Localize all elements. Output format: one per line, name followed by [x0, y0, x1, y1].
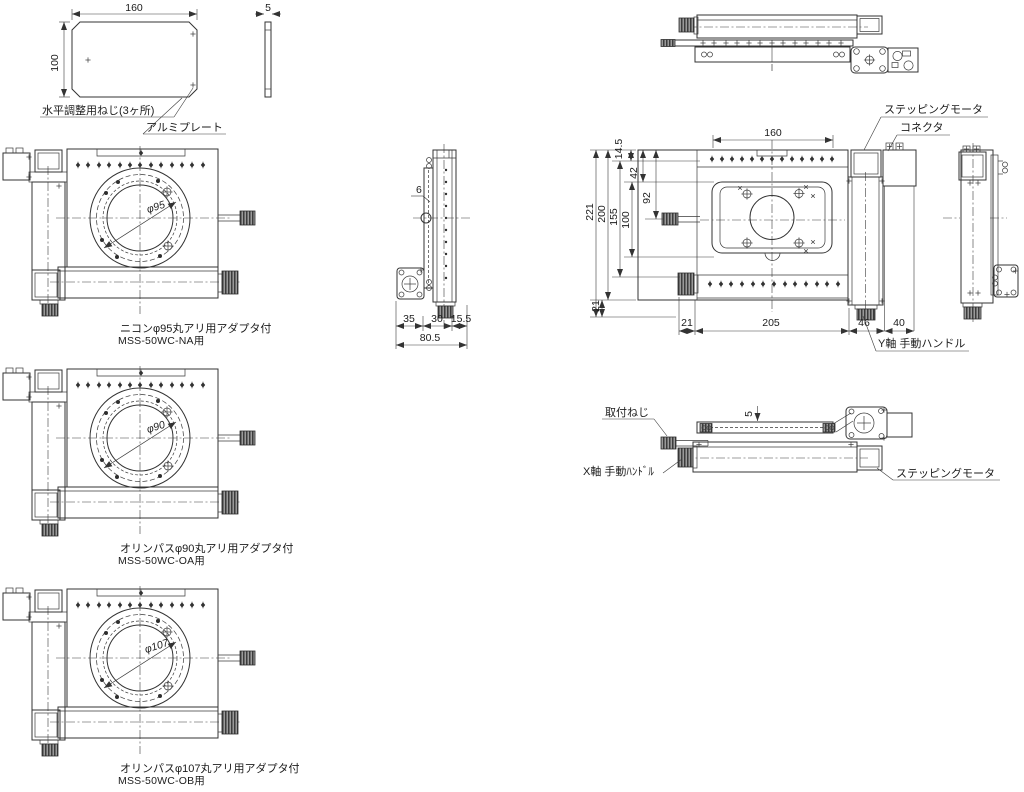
plate-thickness-dim: 5	[265, 2, 271, 14]
x-handle-knob	[661, 212, 679, 226]
x-handle-knob-side	[677, 447, 694, 468]
y-rail-side-view	[943, 143, 1019, 322]
x-handle-knob-top	[678, 17, 695, 33]
aluminum-plate-label: アルミプレート	[146, 121, 223, 134]
connector-bracket	[882, 149, 917, 187]
stage-model: MSS-50WC-OA用	[118, 555, 205, 567]
stage-view-olympus-90: φ90 オリンパスφ90丸アリ用アダプタ付 MSS-50WC-OA用	[3, 366, 293, 567]
plate-height-dim: 100	[49, 54, 61, 72]
connector-end-view	[887, 47, 919, 73]
y-stepping-motor	[850, 149, 882, 178]
bore-diameter-label: φ90	[145, 419, 166, 436]
mount-screw-label: 取付ねじ	[605, 406, 649, 419]
dim-21-bottom: 21	[681, 317, 693, 329]
dim-100: 100	[620, 211, 632, 229]
bore-diameter-label: φ95	[145, 199, 166, 216]
stage-view-nikon-95: φ95 ニコンφ95丸アリ用アダプタ付 MSS-50WC-NA用	[3, 146, 271, 347]
mount-screw-knob	[660, 436, 677, 450]
leveling-screws-label: 水平調整用ねじ(3ヶ所)	[42, 103, 154, 117]
dim-21-left: 21	[590, 300, 602, 312]
x-motor-top	[856, 15, 883, 35]
side-plate-thickness-dim: 6	[416, 184, 422, 196]
dim-80-5: 80.5	[420, 332, 441, 344]
stage-side-elevation: 6 35 30 15.5 80.5	[395, 144, 472, 349]
stage-caption: ニコンφ95丸アリ用アダプタ付	[120, 321, 271, 335]
x-stepping-motor	[856, 445, 883, 471]
x-handle-label: X軸 手動ﾊﾝﾄﾞﾙ	[583, 464, 654, 478]
dim-30: 30	[431, 313, 443, 325]
dim-42: 42	[628, 167, 640, 179]
stage-model: MSS-50WC-OB用	[118, 775, 205, 787]
y-handle-knob	[856, 308, 876, 321]
stage-model: MSS-50WC-NA用	[118, 335, 204, 347]
dim-160: 160	[764, 127, 782, 139]
stage-caption: オリンパスφ107丸アリ用アダプタ付	[120, 761, 300, 775]
dim-40: 40	[893, 317, 905, 329]
bore-diameter-label: φ107	[143, 637, 171, 656]
connector-label: コネクタ	[900, 121, 944, 134]
plate-side-view: 5	[255, 2, 281, 98]
x-stepping-motor-label: ステッピングモータ	[896, 466, 995, 480]
x-axis-side-view: 5 取付ねじ X軸 手動ﾊﾝﾄﾞﾙ ステッピングモータ	[583, 406, 1000, 481]
plate-width-dim: 160	[125, 2, 143, 14]
dim-221: 221	[584, 203, 596, 221]
dim-35: 35	[403, 313, 415, 325]
stage-caption: オリンパスφ90丸アリ用アダプタ付	[120, 541, 293, 555]
dim-205: 205	[762, 317, 780, 329]
dim-14-5: 14.5	[613, 139, 625, 160]
dim-200: 200	[596, 205, 608, 223]
plate-top-view: 160 100 水平調整用ねじ(3ヶ所) アルミプレート	[40, 2, 226, 135]
dim-155: 155	[608, 208, 620, 226]
x-stage-edge-view	[660, 14, 919, 74]
main-plan-view: 160 221 200 155 100 14.5 42 92 21 21	[584, 102, 988, 352]
dim-15-5: 15.5	[451, 313, 472, 325]
y-handle-label: Y軸 手動ハンドル	[878, 336, 965, 350]
stepping-motor-label: ステッピングモータ	[884, 102, 983, 116]
y-handle-knob-side	[963, 306, 982, 320]
dim-46: 46	[858, 317, 870, 329]
stage-view-olympus-107: φ107 オリンパスφ107丸アリ用アダプタ付 MSS-50WC-OB用	[3, 586, 300, 787]
dim-5: 5	[743, 411, 755, 417]
dim-92: 92	[641, 192, 653, 204]
